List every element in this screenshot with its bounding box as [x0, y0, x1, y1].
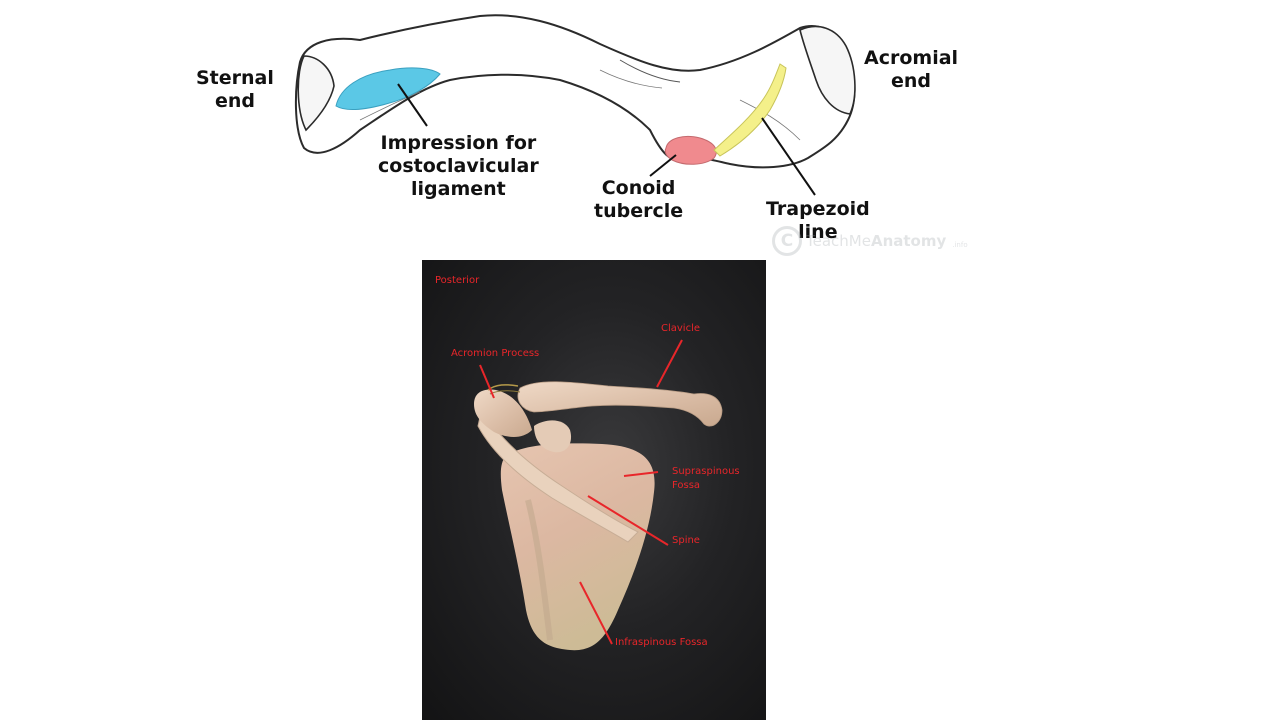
trapezoid-leader: [761, 117, 816, 196]
clavicle-bone-outline: [294, 14, 856, 169]
watermark-suffix: .info: [952, 241, 968, 249]
trapezoid-line-label: Trapezoid line: [766, 198, 870, 243]
sternal-end-label: Sternal end: [196, 67, 274, 112]
clavicle-leader: [656, 339, 683, 388]
posterior-specimen-photo: Posterior Clavicle Acromion Process Supr…: [422, 260, 766, 720]
acromial-end-cap: [799, 25, 856, 115]
acromion: [474, 389, 532, 437]
posterior-label: Posterior: [435, 275, 480, 286]
supraspinous-leader: [623, 471, 659, 477]
clavicle-bone: [517, 381, 723, 427]
trapezoid-region: [713, 63, 787, 157]
sternal-end-cap: [297, 55, 335, 132]
conoid-region: [664, 135, 717, 165]
supraspinous-fossa-label: Supraspinous Fossa: [672, 466, 740, 491]
scapula-spine: [477, 406, 639, 543]
clavicle-illustration: [294, 14, 856, 196]
teachmeanatomy-watermark: C TeachMeAnatomy .info: [772, 226, 968, 256]
infraspinous-fossa-label: Infraspinous Fossa: [615, 637, 708, 648]
specimen-drawing: [474, 339, 723, 651]
acromion-process-label: Acromion Process: [451, 348, 540, 359]
impression-label: Impression for costoclavicular ligament: [378, 132, 539, 200]
infraspinous-leader: [579, 581, 613, 645]
impression-leader: [397, 83, 428, 127]
acromion-leader: [479, 364, 495, 399]
acromial-end-label: Acromial end: [864, 47, 959, 92]
copyright-icon: C: [772, 226, 802, 256]
scapula-blade: [500, 443, 655, 651]
conoid-leader: [649, 154, 677, 177]
clavicle-label: Clavicle: [661, 323, 701, 334]
impression-region: [335, 67, 441, 111]
watermark-text: TeachMeAnatomy: [806, 232, 947, 250]
conoid-tubercle-label: Conoid tubercle: [594, 177, 684, 222]
spine-label: Spine: [672, 535, 700, 546]
coracoid: [534, 420, 572, 453]
spine-leader: [587, 495, 669, 546]
